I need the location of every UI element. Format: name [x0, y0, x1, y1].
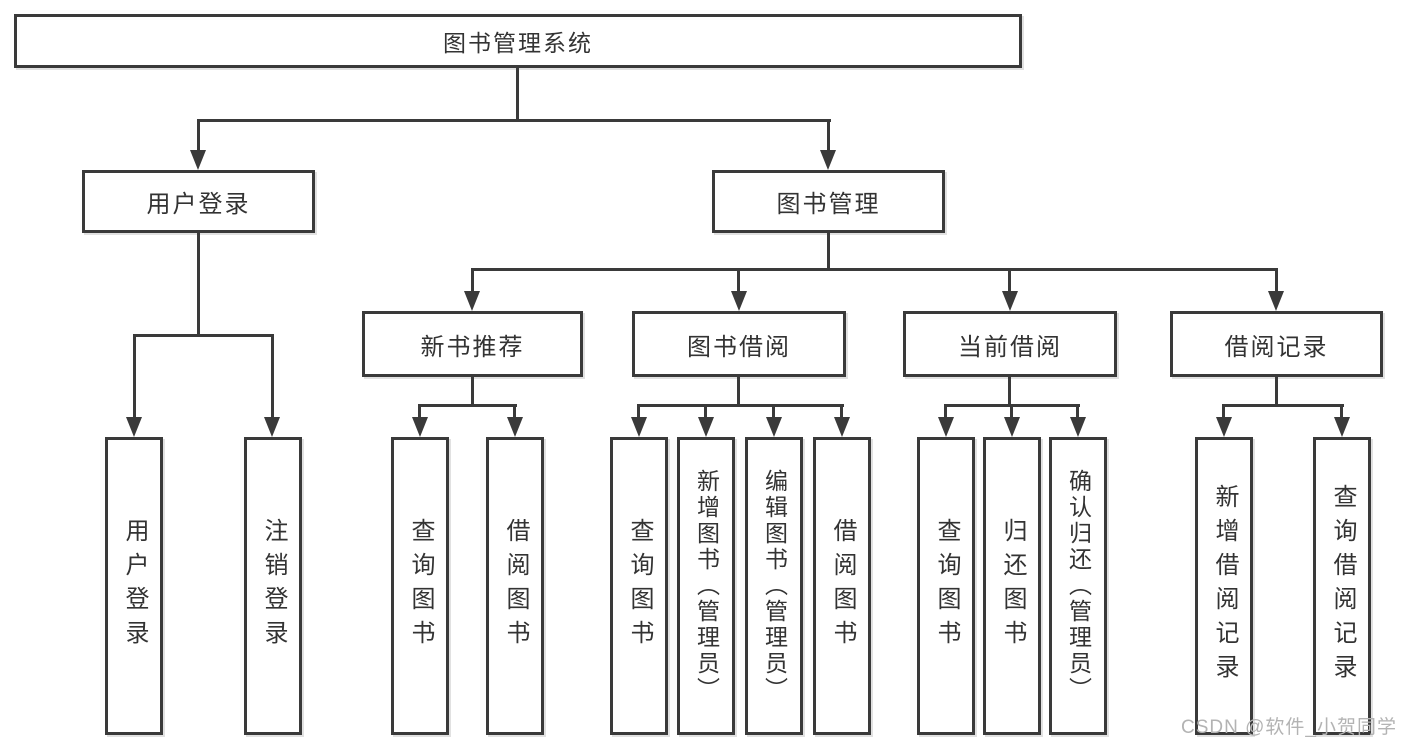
arrowhead-rec-query: [1334, 417, 1350, 437]
arrowhead-leaf-logout: [264, 417, 280, 437]
node-label: 图书借阅: [687, 333, 791, 361]
leaf-current-confirm-return-admin: 确认归还（管理员）: [1049, 437, 1107, 735]
leaf-borrowing-edit-books-admin: 编辑图书（管理员）: [745, 437, 803, 735]
leaf-records-query-record: 查询借阅记录: [1313, 437, 1371, 735]
arrowhead-nb-borrow: [507, 417, 523, 437]
arrowhead-bb-borrow: [834, 417, 850, 437]
node-label: 用户登录: [146, 191, 251, 218]
connector-stem-book-mgmt: [827, 121, 830, 152]
leaf-newbook-query-books: 查询图书: [391, 437, 449, 735]
arrowhead-nb-query: [412, 417, 428, 437]
node-current-borrowing: 当前借阅: [903, 311, 1117, 377]
connector-newbook-rail: [418, 404, 517, 407]
leaf-label: 新增图书（管理员）: [693, 469, 720, 703]
connector-userlogin-rail: [133, 334, 274, 337]
arrowhead-cb-query: [938, 417, 954, 437]
leaf-label: 归还图书: [999, 518, 1026, 654]
leaf-label: 新增借阅记录: [1211, 484, 1238, 688]
leaf-label: 查询图书: [626, 518, 653, 654]
arrowhead-rec-add: [1216, 417, 1232, 437]
arrowhead-cb-confirm: [1070, 417, 1086, 437]
leaf-current-query-books: 查询图书: [917, 437, 975, 735]
csdn-watermark: CSDN @软件_小贺同学: [1181, 717, 1397, 738]
leaf-label: 查询借阅记录: [1329, 484, 1356, 688]
leaf-records-add-record: 新增借阅记录: [1195, 437, 1253, 735]
node-label: 当前借阅: [958, 333, 1062, 361]
connector-stem-nb-borrow: [513, 406, 516, 418]
connector-stem-current-borrow: [1008, 270, 1011, 291]
leaf-label: 借阅图书: [502, 518, 529, 654]
connector-bookmgmt-rail: [471, 268, 1278, 271]
leaf-logout: 注销登录: [244, 437, 302, 735]
node-new-book-recommend: 新书推荐: [362, 311, 583, 377]
connector-stem-nb-query: [418, 406, 421, 418]
leaf-label: 用户登录: [121, 518, 148, 654]
connector-stem-user-login: [197, 121, 200, 152]
leaf-label: 编辑图书（管理员）: [761, 469, 788, 703]
connector-current-rail: [944, 404, 1080, 407]
connector-stem-book-borrow: [737, 270, 740, 291]
leaf-label: 确认归还（管理员）: [1065, 469, 1092, 703]
node-label: 图书管理系统: [443, 30, 593, 56]
leaf-current-return-books: 归还图书: [983, 437, 1041, 735]
arrowhead-bb-query: [631, 417, 647, 437]
leaf-newbook-borrow-books: 借阅图书: [486, 437, 544, 735]
connector-stem-borrow-records: [1275, 270, 1278, 291]
connector-newbook-stem: [471, 377, 474, 406]
leaf-borrowing-borrow-books: 借阅图书: [813, 437, 871, 735]
node-book-borrowing: 图书借阅: [632, 311, 846, 377]
leaf-label: 注销登录: [260, 518, 287, 654]
connector-stem-rec-add: [1222, 406, 1225, 418]
connector-records-stem: [1275, 377, 1278, 406]
connector-stem-new-books: [471, 270, 474, 291]
arrowhead-borrow-records: [1268, 291, 1284, 311]
connector-stem-cb-confirm: [1076, 406, 1079, 418]
arrowhead-bb-add: [698, 417, 714, 437]
connector-userlogin-stem: [197, 233, 200, 336]
connector-stem-leaf-login: [133, 336, 136, 417]
arrowhead-new-books: [464, 291, 480, 311]
node-borrowing-records: 借阅记录: [1170, 311, 1383, 377]
connector-borrow-rail: [637, 404, 844, 407]
connector-stem-bb-query: [637, 406, 640, 418]
connector-stem-bb-edit: [772, 406, 775, 418]
connector-stem-leaf-logout: [271, 336, 274, 417]
connector-stem-bb-add: [704, 406, 707, 418]
arrowhead-book-mgmt: [820, 150, 836, 170]
connector-current-stem: [1008, 377, 1011, 406]
connector-stem-bb-borrow: [840, 406, 843, 418]
connector-root-stem: [516, 68, 519, 121]
arrowhead-bb-edit: [766, 417, 782, 437]
connector-bookmgmt-stem: [827, 233, 830, 270]
node-label: 新书推荐: [420, 333, 525, 361]
node-library-system: 图书管理系统: [14, 14, 1022, 68]
arrowhead-leaf-login: [126, 417, 142, 437]
node-label: 图书管理: [776, 191, 881, 218]
connector-stem-cb-return: [1010, 406, 1013, 418]
arrowhead-cb-return: [1004, 417, 1020, 437]
node-label: 借阅记录: [1224, 333, 1329, 361]
leaf-label: 借阅图书: [829, 518, 856, 654]
leaf-borrowing-add-books-admin: 新增图书（管理员）: [677, 437, 735, 735]
arrowhead-user-login: [190, 150, 206, 170]
connector-stem-cb-query: [944, 406, 947, 418]
connector-stem-rec-query: [1340, 406, 1343, 418]
arrowhead-book-borrow: [731, 291, 747, 311]
node-book-management: 图书管理: [712, 170, 945, 233]
arrowhead-current-borrow: [1002, 291, 1018, 311]
connector-root-rail: [197, 119, 831, 122]
connector-records-rail: [1222, 404, 1344, 407]
leaf-user-login: 用户登录: [105, 437, 163, 735]
node-user-login: 用户登录: [82, 170, 315, 233]
leaf-label: 查询图书: [407, 518, 434, 654]
leaf-borrowing-query-books: 查询图书: [610, 437, 668, 735]
connector-borrow-stem: [737, 377, 740, 406]
leaf-label: 查询图书: [933, 518, 960, 654]
